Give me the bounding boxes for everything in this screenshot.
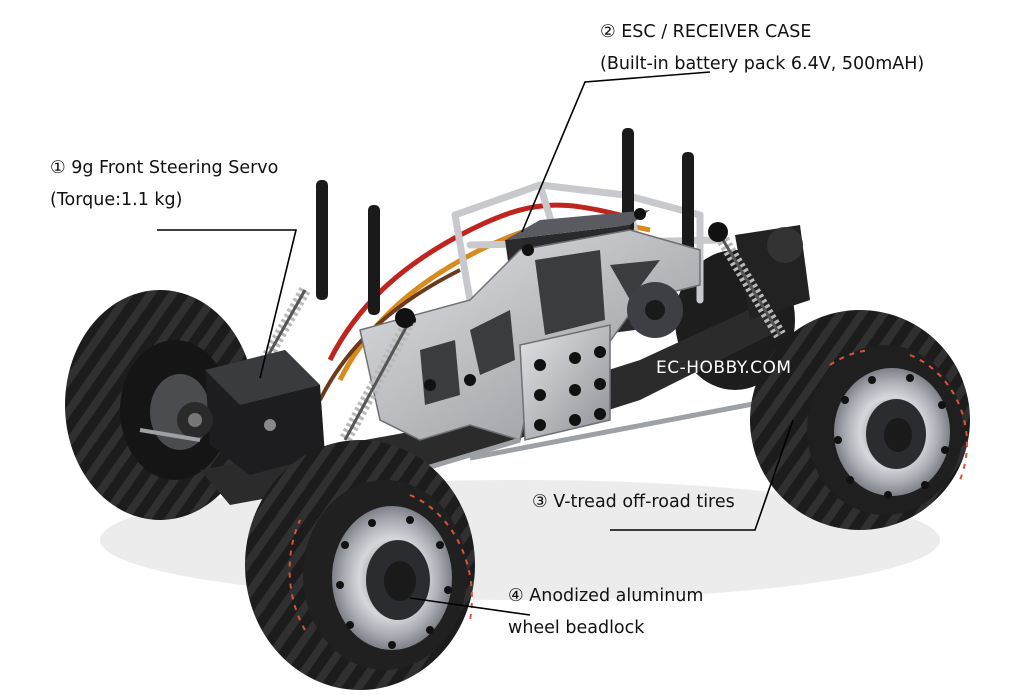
- front-shock-right: [339, 308, 416, 444]
- rear-link-rod: [469, 392, 801, 461]
- callout-esc-receiver: ② ESC / RECEIVER CASE (Built-in battery …: [600, 16, 924, 80]
- front-tire: [245, 440, 475, 690]
- servo-wire-red: [327, 202, 621, 362]
- leader-servo: [157, 229, 298, 379]
- front-link-rod: [419, 437, 521, 473]
- chassis-cutouts: [420, 250, 660, 405]
- callout-tires: ③ V-tread off-road tires: [532, 486, 735, 518]
- leader-esc: [521, 71, 711, 233]
- callout-tires-title: ③ V-tread off-road tires: [532, 492, 735, 512]
- esc-case-top: [505, 210, 650, 240]
- callout-steering-servo: ① 9g Front Steering Servo (Torque:1.1 kg…: [50, 152, 278, 216]
- rear-tire: [750, 310, 970, 530]
- leader-tires: [610, 419, 794, 531]
- rear-motor-can: [767, 227, 803, 263]
- callout-servo-subtitle: (Torque:1.1 kg): [50, 190, 183, 210]
- callout-wheel-title: ④ Anodized aluminum: [508, 586, 704, 606]
- servo-wire-brown: [318, 268, 461, 401]
- callout-esc-title: ② ESC / RECEIVER CASE: [600, 22, 812, 42]
- callout-wheel-beadlock: ④ Anodized aluminum wheel beadlock: [508, 580, 703, 644]
- skid-plate: [519, 324, 611, 441]
- callout-wheel-subtitle: wheel beadlock: [508, 618, 645, 638]
- callout-leaders: [157, 71, 794, 616]
- steering-servo: [177, 350, 325, 475]
- body-posts: [316, 128, 694, 315]
- callout-esc-subtitle: (Built-in battery pack 6.4V, 500mAH): [600, 54, 925, 74]
- steering-link: [139, 428, 201, 442]
- callout-servo-title: ① 9g Front Steering Servo: [50, 158, 279, 178]
- watermark-text: EC-HOBBY.COM: [656, 358, 792, 378]
- rear-shock: [708, 222, 786, 339]
- leader-wheel: [409, 597, 531, 616]
